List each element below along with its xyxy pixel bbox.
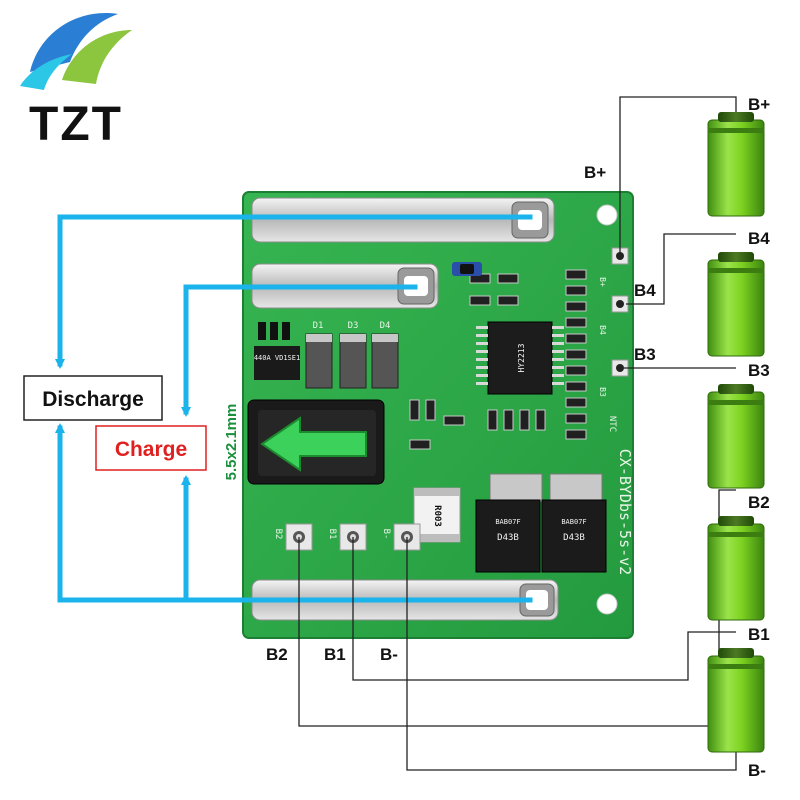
silk-right-pads: B+ B4 B3 — [598, 277, 607, 397]
battery-cell-5 — [707, 648, 765, 753]
pad-bplus — [611, 247, 629, 265]
charge-direction-arrow-icon — [260, 416, 367, 472]
jack-size-label: 5.5x2.1mm — [223, 404, 240, 481]
discharge-top-line — [55, 214, 533, 369]
battery-label-0: B+ — [748, 95, 770, 114]
smd-components — [409, 269, 587, 450]
battery-label-2: B3 — [748, 361, 770, 380]
led — [452, 262, 482, 276]
return-line — [55, 423, 533, 603]
board-label-b3: B3 — [634, 345, 656, 364]
mosfet-left-sub: BAB07F — [495, 518, 520, 526]
silk-bplus: B+ — [598, 277, 607, 287]
battery-cell-1 — [707, 112, 765, 217]
shunt-text: R003 — [432, 505, 442, 527]
silk-d3: D3 — [348, 321, 359, 331]
transistor-array — [258, 322, 290, 340]
silk-b1: B1 — [327, 529, 337, 540]
dc-jack — [247, 399, 385, 485]
battery-label-4: B1 — [748, 625, 770, 644]
bottom-label-b2: B2 — [266, 645, 288, 664]
board-model: CX-BYDbs-5s-v2 — [616, 449, 634, 575]
silk-b4: B4 — [598, 325, 607, 335]
diode-d3: D3 — [339, 321, 367, 389]
small-ic: 440A VD1SE1 — [254, 346, 300, 380]
silk-d1: D1 — [313, 321, 324, 331]
mount-hole — [596, 204, 618, 226]
battery-cell-2 — [707, 252, 765, 357]
battery-wires — [298, 96, 737, 771]
discharge-label: Discharge — [23, 375, 163, 421]
diode-d1: D1 — [305, 321, 333, 389]
pad-b4 — [611, 295, 629, 313]
board-label-bplus: B+ — [584, 163, 606, 182]
battery-label-3: B2 — [748, 493, 770, 512]
battery-cell-4 — [707, 516, 765, 621]
pcb-board: 440A VD1SE1 D1 D3 D4 HY2213 — [223, 191, 634, 639]
board-label-b4: B4 — [634, 281, 656, 300]
mount-hole — [596, 593, 618, 615]
battery-cell-3 — [707, 384, 765, 489]
mosfet-left-text: D43B — [497, 533, 519, 543]
charge-top-line — [181, 284, 418, 417]
silk-b2: B2 — [273, 529, 283, 540]
charge-text: Charge — [115, 438, 187, 461]
ic-text: HY2213 — [517, 343, 526, 372]
logo-text: TZT — [29, 98, 123, 151]
silk-ntc: NTC — [607, 416, 617, 432]
battery-label-5: B- — [748, 761, 766, 780]
bottom-label-bminus: B- — [380, 645, 398, 664]
small-ic-text: 440A VD1SE1 — [254, 354, 300, 362]
silk-bminus: B- — [381, 529, 391, 540]
battery-stack — [707, 112, 765, 753]
flow-lines — [55, 214, 533, 603]
mosfet-right-text: D43B — [563, 533, 585, 543]
discharge-text: Discharge — [42, 388, 144, 411]
logo-swoosh-icon — [20, 13, 132, 90]
charge-label: Charge — [95, 425, 207, 471]
mosfet-right-sub: BAB07F — [561, 518, 586, 526]
mosfet-left: D43B BAB07F — [475, 473, 543, 573]
ic-pins — [476, 326, 564, 385]
silk-d4: D4 — [380, 321, 391, 331]
brand-logo: TZT — [20, 13, 132, 151]
battery-label-1: B4 — [748, 229, 770, 248]
top-rail — [251, 197, 555, 243]
silk-b3: B3 — [598, 387, 607, 397]
diode-d4: D4 — [371, 321, 399, 389]
protection-ic: HY2213 — [487, 321, 553, 395]
pad-b3 — [611, 359, 629, 377]
shunt-resistor: R003 — [413, 487, 461, 543]
bottom-label-b1: B1 — [324, 645, 346, 664]
mosfet-right: D43B BAB07F — [541, 473, 607, 573]
